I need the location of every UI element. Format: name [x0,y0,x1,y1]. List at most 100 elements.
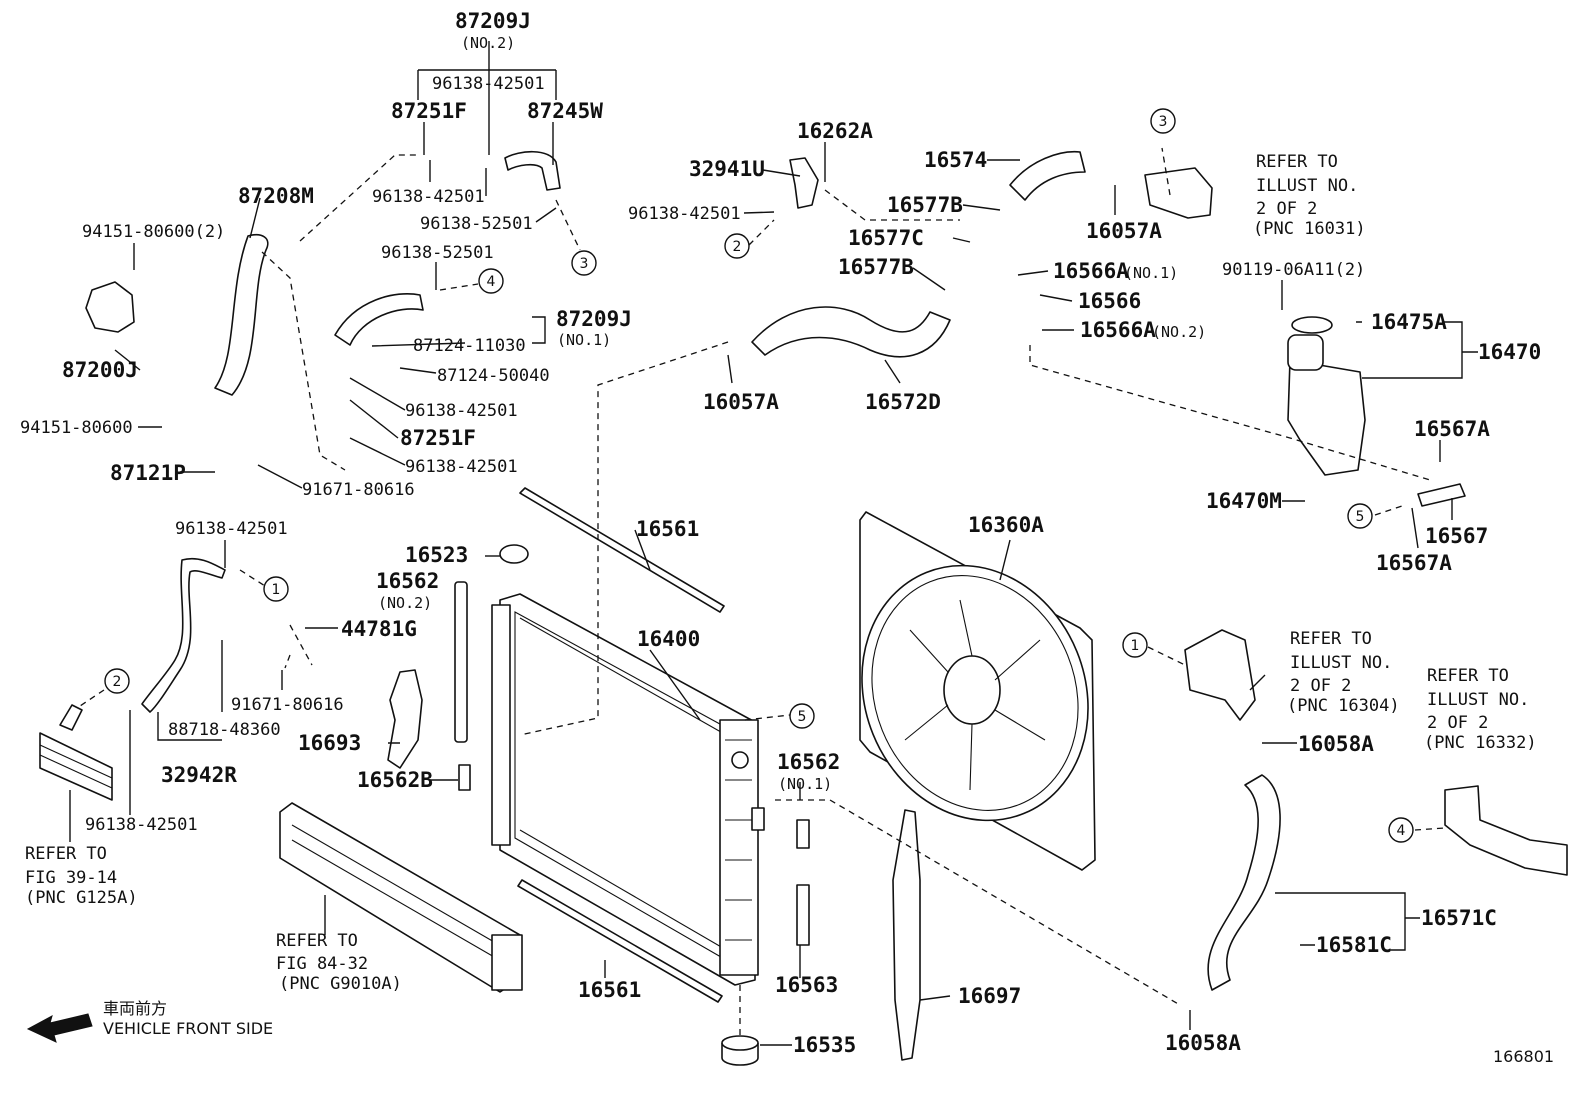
connector-3-top: 3 [571,250,597,276]
note-ref-16304: REFER TO ILLUST NO. 2 OF 2 (PNC 16304) [1287,629,1400,716]
label-no2-a: (NO.2) [461,34,515,52]
label-16581C: 16581C [1316,933,1392,957]
svg-text:4: 4 [1397,823,1406,839]
label-16562-no1: 16562 [777,750,840,774]
label-no2-b: (NO.2) [1152,323,1206,341]
hose-16572D-shape [751,306,951,358]
label-96138-42501-a: 96138-42501 [432,74,545,94]
bracket-16693-shape [387,669,423,769]
label-16360A: 16360A [968,513,1044,537]
label-87124-11030: 87124-11030 [413,336,526,356]
label-96138-52501-a: 96138-52501 [420,214,533,234]
seal-16562-no1-shape [796,819,810,849]
label-32941U: 32941U [689,157,765,181]
connector-5-right: 5 [1347,503,1373,529]
intercooler-shape [279,802,523,993]
baffle-16697-shape [892,809,921,1061]
label-16057A-a: 16057A [1086,219,1162,243]
hose-16574-shape [1009,150,1086,201]
label-87208M: 87208M [238,184,314,208]
label-16697: 16697 [958,984,1021,1008]
svg-text:3: 3 [1159,114,1168,130]
svg-text:4: 4 [487,274,496,290]
label-87251F-a: 87251F [391,99,467,123]
label-16535: 16535 [793,1033,856,1057]
pipe-16332-shape [1444,785,1568,876]
svg-text:ILLUST NO.: ILLUST NO. [1290,653,1392,673]
oil-cooler-shape [39,704,113,801]
label-96138-42501-c: 96138-42501 [405,401,518,421]
svg-text:2 OF 2: 2 OF 2 [1290,676,1351,696]
label-16566A-no1: 16566A [1053,259,1129,283]
label-16561-b: 16561 [578,978,641,1002]
diagram-id: 166801 [1493,1047,1554,1066]
svg-text:2 OF 2: 2 OF 2 [1256,199,1317,219]
front-label-jp: 車両前方 [103,999,167,1018]
svg-text:ILLUST NO.: ILLUST NO. [1427,690,1529,710]
svg-text:3: 3 [580,256,589,272]
label-16577B-b: 16577B [838,255,914,279]
svg-text:REFER TO: REFER TO [1256,152,1338,172]
label-94151-80600-2: 94151-80600(2) [82,222,225,242]
label-16577B-a: 16577B [887,193,963,217]
svg-text:1: 1 [272,582,281,598]
upper-seal-shape [519,487,725,613]
note-ref-16031: REFER TO ILLUST NO. 2 OF 2 (PNC 16031) [1253,152,1366,239]
fan-shroud-shape [859,511,1096,871]
part-labels: 87209J (NO.2) 96138-42501 87251F 87245W … [20,9,1541,1057]
label-no1-a: (NO.1) [557,331,611,349]
label-87209J-top: 87209J [455,9,531,33]
svg-text:1: 1 [1131,638,1140,654]
label-44781G: 44781G [341,617,417,641]
label-32942R: 32942R [161,763,237,787]
label-16262A: 16262A [797,119,873,143]
svg-text:REFER TO: REFER TO [25,844,107,864]
label-16566: 16566 [1078,289,1141,313]
svg-text:2: 2 [113,674,122,690]
svg-text:REFER TO: REFER TO [1290,629,1372,649]
label-96138-42501-g: 96138-42501 [85,815,198,835]
label-16577C: 16577C [848,226,924,250]
label-87121P: 87121P [110,461,186,485]
connector-4-right: 4 [1388,817,1414,843]
label-96138-42501-e: 96138-42501 [628,204,741,224]
label-16058A-b: 16058A [1165,1031,1241,1055]
label-16571C: 16571C [1421,906,1497,930]
svg-text:(PNC G125A): (PNC G125A) [25,888,138,908]
connector-1-right: 1 [1122,632,1148,658]
hose-87208M-shape [214,234,269,396]
hose-87245W-shape [504,150,561,191]
svg-text:FIG 84-32: FIG 84-32 [276,954,368,974]
water-outlet-shape [1144,167,1213,219]
svg-text:(PNC 16304): (PNC 16304) [1287,696,1400,716]
cushion-16523-shape [499,544,529,564]
front-label-en: VEHICLE FRONT SIDE [103,1019,273,1038]
label-16567A-b: 16567A [1376,551,1452,575]
label-87251F-b: 87251F [400,426,476,450]
label-16572D: 16572D [865,390,941,414]
label-16567A-a: 16567A [1414,417,1490,441]
label-16523: 16523 [405,543,468,567]
label-no1-c: (NO.1) [778,775,832,793]
connector-5-mid: 5 [789,703,815,729]
svg-text:(PNC 16031): (PNC 16031) [1253,219,1366,239]
leader-lines [69,41,1478,1046]
hose-16567-shape [1417,483,1466,507]
svg-text:FIG 39-14: FIG 39-14 [25,868,117,888]
label-no1-b: (NO.1) [1124,264,1178,282]
svg-text:2: 2 [733,239,742,255]
label-16470: 16470 [1478,340,1541,364]
label-16562B: 16562B [357,768,433,792]
label-16470M: 16470M [1206,489,1282,513]
svg-text:5: 5 [1356,509,1365,525]
pipe-32941U-shape [789,157,819,209]
label-16400: 16400 [637,627,700,651]
label-16561-a: 16561 [636,517,699,541]
label-87200J: 87200J [62,358,138,382]
pump-87200J-shape [85,281,135,333]
connector-4-top: 4 [478,268,504,294]
svg-text:(PNC 16332): (PNC 16332) [1424,733,1537,753]
cushion-16535-shape [721,1035,759,1066]
label-87124-50040: 87124-50040 [437,366,550,386]
